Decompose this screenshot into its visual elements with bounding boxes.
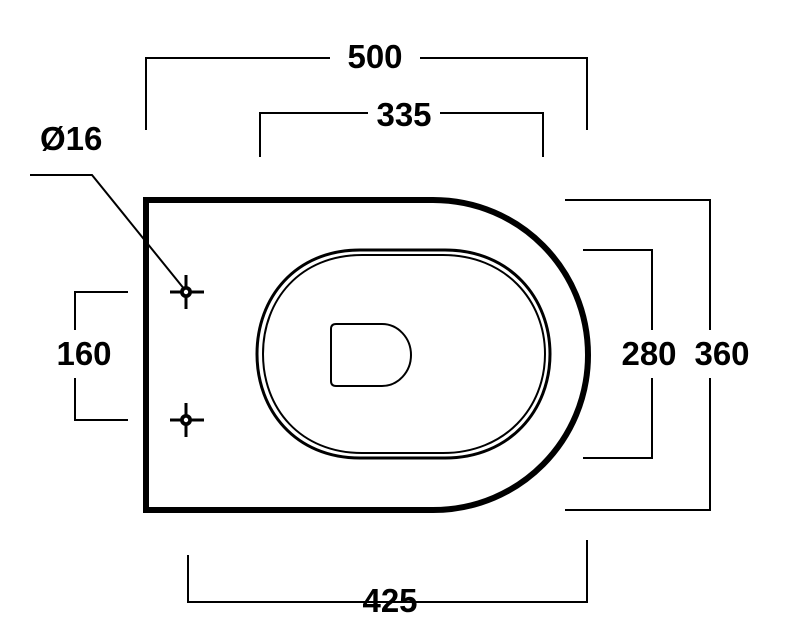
dimension-360: 360 (565, 199, 750, 511)
dimension-label-360: 360 (694, 335, 749, 372)
waste-outlet (330, 323, 413, 387)
dimension-label-500: 500 (347, 38, 402, 75)
dimension-160: 160 (56, 291, 128, 421)
dimension-label-diameter: Ø16 (40, 120, 102, 157)
hole-diameter-callout: Ø16 (30, 120, 186, 291)
dimension-280: 280 (583, 249, 677, 459)
dimension-500: 500 (145, 38, 588, 130)
bowl-inner-rim (261, 254, 547, 454)
fixing-hole-icon (170, 275, 204, 309)
fixing-hole-icon (170, 403, 204, 437)
dimension-335: 335 (259, 96, 544, 157)
dimension-label-425: 425 (362, 582, 417, 619)
dimension-label-280: 280 (621, 335, 676, 372)
pan-outline (143, 197, 592, 513)
dimension-425: 425 (187, 540, 588, 619)
dimension-label-160: 160 (56, 335, 111, 372)
dimension-label-335: 335 (376, 96, 431, 133)
bowl-outer-rim (255, 248, 552, 460)
